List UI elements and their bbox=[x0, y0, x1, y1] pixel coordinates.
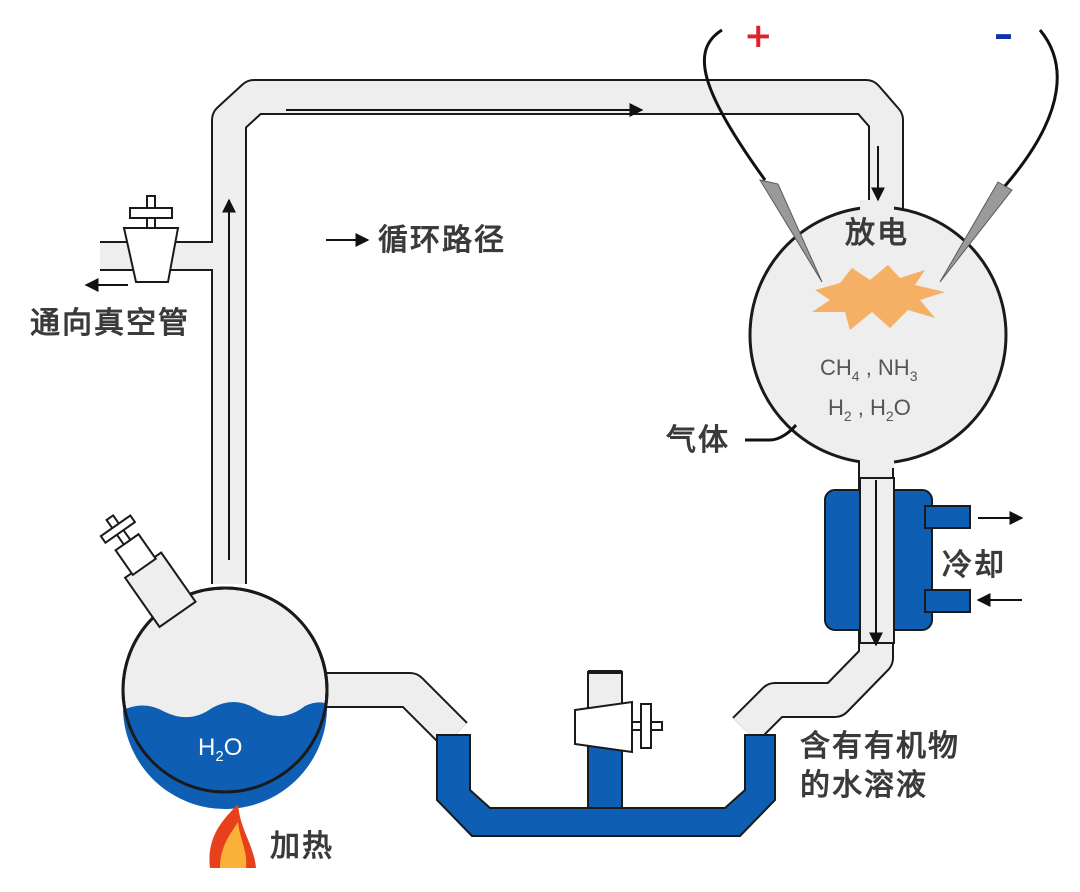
gas-formula-line2: H2 , H2O bbox=[828, 395, 911, 424]
stopcock-icon[interactable] bbox=[574, 700, 663, 754]
stopcock-icon[interactable] bbox=[92, 505, 197, 629]
gas-formula-line1: CH4 , NH3 bbox=[820, 355, 918, 384]
vacuum-label: 通向真空管 bbox=[30, 306, 190, 341]
minus-sign: – bbox=[994, 12, 1015, 56]
cycle-path-label: 循环路径 bbox=[378, 223, 506, 258]
cooling-label: 冷却 bbox=[942, 548, 1006, 583]
heating-label: 加热 bbox=[270, 829, 334, 864]
stopcock-icon[interactable] bbox=[122, 195, 180, 283]
discharge-chamber bbox=[702, 28, 1059, 468]
spark-icon bbox=[812, 265, 945, 330]
u-trap bbox=[436, 670, 776, 837]
solution-label-line1: 含有有机物 bbox=[800, 729, 960, 764]
gas-label: 气体 bbox=[666, 423, 730, 458]
flame-icon bbox=[209, 804, 256, 868]
discharge-label: 放电 bbox=[844, 216, 909, 251]
flask-water bbox=[123, 701, 328, 809]
water-formula: H2O bbox=[198, 734, 242, 765]
flow-arrows bbox=[84, 103, 1024, 647]
solution-label-line2: 的水溶液 bbox=[800, 768, 928, 803]
boiling-flask bbox=[92, 505, 329, 809]
plus-sign: + bbox=[744, 16, 775, 56]
electrode-icon bbox=[758, 179, 823, 283]
